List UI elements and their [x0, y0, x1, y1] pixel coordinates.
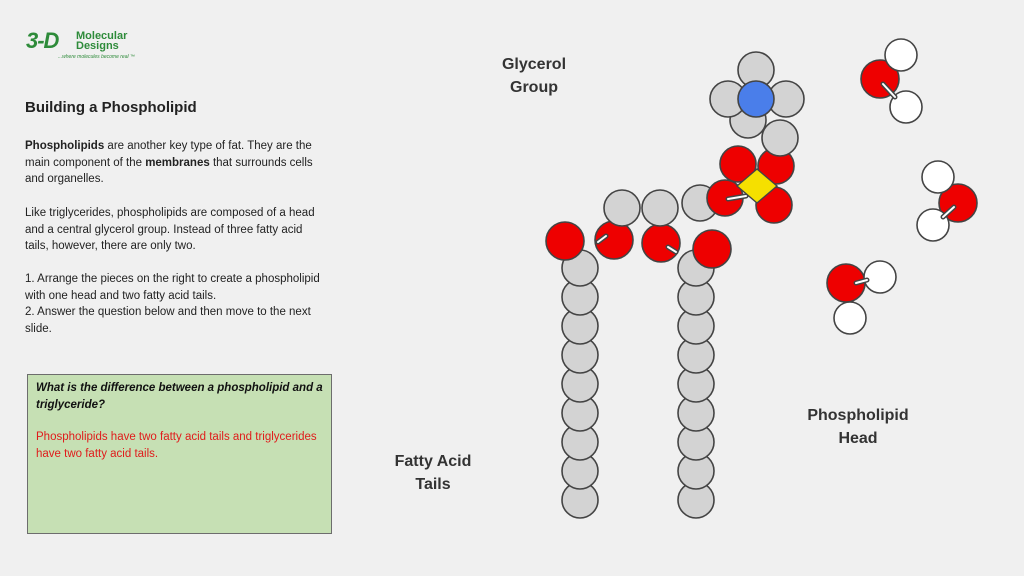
oxygen-atom[interactable] [545, 221, 585, 261]
label-tails-line1: Fatty Acid [394, 453, 472, 470]
intro-text-2: that surrounds cells and organelles. [25, 156, 313, 186]
logo-mark: 3-D [26, 28, 59, 53]
question-text: What is the difference between a phospho… [36, 382, 323, 411]
phosphorus-atom[interactable] [735, 168, 779, 204]
label-glycerol-line2: Group [510, 79, 558, 96]
slide-title: Building a Phospholipid [25, 99, 197, 116]
bond-inner [855, 279, 868, 284]
bond-inner [667, 246, 677, 253]
label-phospholipid-head: Phospholipid Head [790, 404, 926, 450]
bond-inner [882, 83, 896, 98]
term-phospholipids: Phospholipids [25, 140, 105, 152]
comparison-paragraph: Like triglycerides, phospholipids are co… [25, 207, 315, 252]
bond-inner [727, 195, 747, 200]
hydrogen-atom[interactable] [863, 260, 897, 294]
oxygen-atom[interactable] [692, 229, 732, 269]
instructions: 1. Arrange the pieces on the right to cr… [25, 271, 325, 337]
carbon-atom[interactable] [641, 189, 679, 227]
label-glycerol-line1: Glycerol [501, 56, 567, 73]
label-glycerol-group: Glycerol Group [480, 53, 588, 99]
hydrogen-atom[interactable] [921, 160, 955, 194]
carbon-atom[interactable] [761, 119, 799, 157]
instruction-step-2: 2. Answer the question below and then mo… [25, 306, 311, 335]
answer-text[interactable]: Phospholipids have two fatty acid tails … [36, 431, 317, 460]
label-fatty-acid-tails: Fatty Acid Tails [378, 450, 488, 496]
nitrogen-atom[interactable] [737, 80, 775, 118]
oxygen-atom[interactable] [641, 223, 681, 263]
logo-tagline: ...where molecules become real ™ [58, 54, 135, 60]
logo-name-line2: Designs [76, 40, 119, 52]
instruction-step-1: 1. Arrange the pieces on the right to cr… [25, 273, 320, 302]
term-membranes: membranes [145, 156, 210, 169]
intro-paragraph: Phospholipids are another key type of fa… [25, 138, 325, 188]
question-box[interactable]: What is the difference between a phospho… [27, 374, 332, 534]
label-tails-line2: Tails [415, 476, 451, 493]
oxygen-atom[interactable] [719, 145, 757, 183]
hydrogen-atom[interactable] [884, 38, 918, 72]
logo-name: Molecular Designs [76, 30, 128, 52]
hydrogen-atom[interactable] [833, 301, 867, 335]
company-logo: 3-D Molecular Designs ...where molecules… [26, 28, 156, 64]
label-head-line2: Head [838, 430, 878, 447]
carbon-atom[interactable] [603, 189, 641, 227]
bond-inner [597, 235, 607, 243]
intro-text-1: are another key type of fat. They are th… [25, 140, 312, 169]
molecule-pieces[interactable] [545, 38, 978, 519]
logo-name-line1: Molecular [76, 30, 128, 42]
hydrogen-atom[interactable] [889, 90, 923, 124]
bond-inner [942, 206, 955, 218]
label-head-line1: Phospholipid [807, 407, 909, 424]
